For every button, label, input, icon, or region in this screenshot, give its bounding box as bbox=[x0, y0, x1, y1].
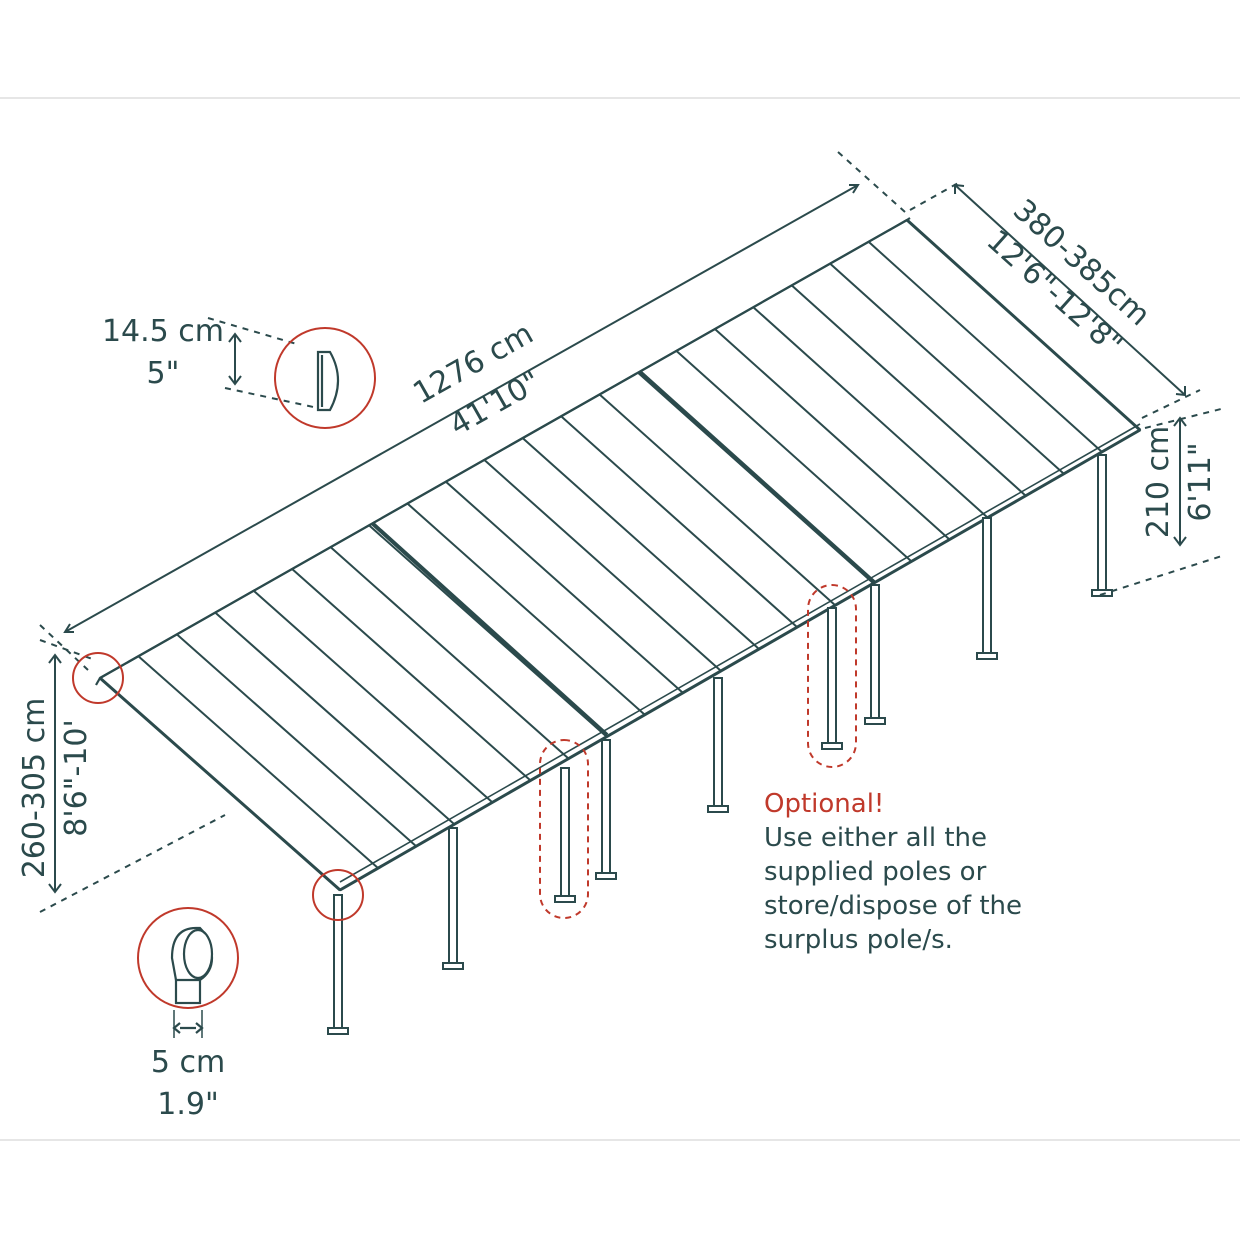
dimension-lines bbox=[39, 151, 1226, 913]
post bbox=[870, 584, 880, 721]
post bbox=[601, 739, 611, 876]
optional-pole-highlight-2 bbox=[807, 584, 857, 768]
post bbox=[982, 517, 992, 656]
post-cm-label: 5 cm bbox=[151, 1045, 225, 1080]
panel-divider bbox=[829, 262, 1065, 475]
note-line-4: surplus pole/s. bbox=[764, 925, 953, 955]
panel-divider bbox=[483, 459, 722, 672]
gutter-detail-circle bbox=[274, 327, 376, 429]
panel-divider bbox=[791, 284, 1027, 497]
post-in-label: 1.9" bbox=[157, 1087, 219, 1122]
back-height-ft-label: 6'11" bbox=[1183, 442, 1218, 521]
panel-divider bbox=[176, 633, 417, 847]
post-detail-circle bbox=[137, 907, 239, 1009]
post-foot bbox=[864, 717, 886, 725]
section-beam-2 bbox=[638, 370, 877, 585]
panel-divider bbox=[752, 306, 989, 519]
note-title: Optional! bbox=[764, 789, 884, 819]
gutter-profile-icon bbox=[316, 350, 340, 412]
post bbox=[448, 827, 458, 966]
post-foot bbox=[554, 895, 576, 903]
posts bbox=[327, 454, 1113, 1035]
panel-divider bbox=[522, 437, 760, 650]
post-foot bbox=[327, 1027, 349, 1035]
post-foot bbox=[707, 805, 729, 813]
corner-detail-circle bbox=[72, 652, 124, 704]
post-top-detail-circle bbox=[312, 869, 364, 921]
section-beam-1 bbox=[370, 521, 609, 737]
panel-divider bbox=[867, 241, 1103, 453]
panel-divider bbox=[560, 415, 798, 628]
post-foot bbox=[976, 652, 998, 660]
post bbox=[560, 767, 570, 899]
post-foot bbox=[442, 962, 464, 970]
post-foot bbox=[595, 872, 617, 880]
panel-divider bbox=[714, 328, 951, 541]
width-arrow bbox=[954, 184, 1186, 396]
post-foot bbox=[821, 742, 843, 750]
panel-divider bbox=[329, 546, 570, 760]
gutter-beam bbox=[339, 428, 1141, 892]
gutter-in-label: 5" bbox=[147, 356, 180, 391]
panel-dividers bbox=[137, 241, 1103, 869]
roof bbox=[95, 217, 1142, 892]
post-bracket-icon bbox=[170, 926, 214, 1038]
note-line-3: store/dispose of the bbox=[764, 891, 1022, 921]
note-line-2: supplied poles or bbox=[764, 857, 987, 887]
panel-divider bbox=[406, 502, 646, 716]
back-height-cm-label: 210 cm bbox=[1141, 426, 1176, 539]
panel-divider bbox=[214, 611, 455, 826]
panel-divider bbox=[291, 568, 532, 782]
post-foot bbox=[1091, 589, 1113, 597]
optional-pole-highlight-1 bbox=[539, 739, 589, 919]
post bbox=[333, 894, 343, 1031]
note-line-1: Use either all the bbox=[764, 823, 987, 853]
front-height-cm-label: 260-305 cm bbox=[17, 698, 52, 879]
length-arrow bbox=[64, 184, 859, 633]
panel-divider bbox=[598, 393, 836, 606]
post bbox=[1097, 454, 1107, 593]
panel-divider bbox=[445, 480, 684, 694]
post bbox=[827, 607, 837, 746]
panel-divider bbox=[137, 655, 379, 869]
detail-callouts bbox=[72, 327, 857, 1009]
panel-divider bbox=[253, 590, 494, 804]
gutter-cm-label: 14.5 cm bbox=[102, 314, 224, 349]
post bbox=[713, 677, 723, 809]
panel-divider bbox=[675, 350, 913, 563]
front-height-ft-label: 8'6"-10' bbox=[59, 719, 94, 836]
optional-note: Optional! Use either all the supplied po… bbox=[764, 789, 1022, 955]
